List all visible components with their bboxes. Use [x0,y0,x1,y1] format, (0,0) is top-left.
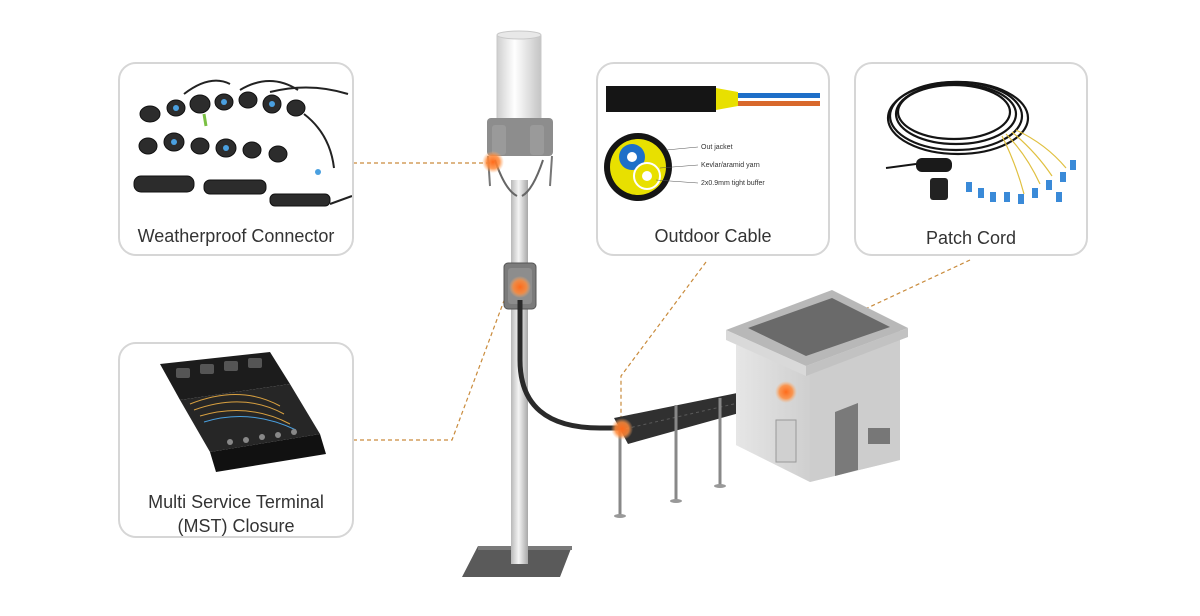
mst-closure-image [160,352,326,472]
mst-closure-label-line2: (MST) Closure [177,516,295,536]
callout-out-jacket: Out jacket [701,144,733,151]
patch-cord-card: Patch Cord [854,62,1088,256]
drop-cable [517,300,628,431]
callout-line-outdoor-cable [620,261,707,428]
marker-patch-cord [775,381,797,403]
callout-tight-buffer: 2x0.9mm tight buffer [701,180,765,187]
marker-outdoor-cable [611,418,633,440]
marker-weatherproof-connector [482,151,504,173]
building [726,290,908,482]
outdoor-cable-label: Outdoor Cable [654,226,772,246]
weatherproof-connector-card: Weatherproof Connector [118,62,354,256]
weatherproof-connector-image [133,79,352,207]
outdoor-cable-image: Out jacket Kevlar/aramid yarn 2x0.9mm ti… [604,86,820,201]
patch-cord-label: Patch Cord [925,228,1017,248]
mst-closure-card: Multi Service Terminal (MST) Closure [118,342,354,538]
fence-posts [614,398,726,518]
mst-closure-label-line1: Multi Service Terminal [148,492,324,512]
callout-kevlar-yarn: Kevlar/aramid yarn [701,162,760,169]
marker-mst [509,276,531,298]
location-markers [482,151,797,440]
callout-line-mst [353,297,506,441]
outdoor-cable-card: Out jacket Kevlar/aramid yarn 2x0.9mm ti… [596,62,830,256]
weatherproof-connector-label: Weatherproof Connector [137,226,335,246]
antenna-radome [487,30,553,197]
patch-cord-image [885,80,1076,204]
